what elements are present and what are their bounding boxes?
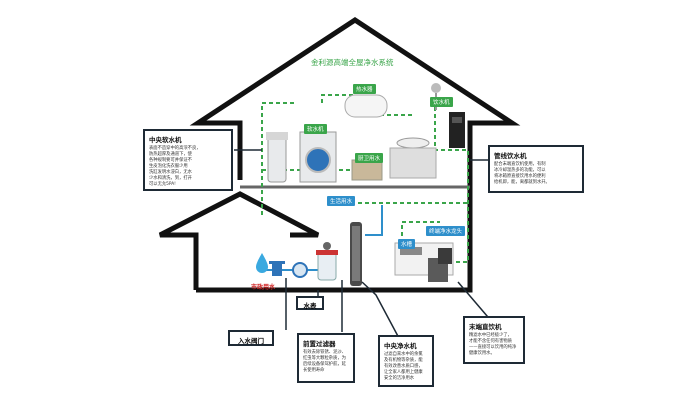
callout-pipeline-drinker: 管线饮水机 配合末端直饮机使用，有制 冰冷却温热多的功能，可以 将冰箱原直接饮用… <box>488 145 584 193</box>
callout-water-meter: 水表 <box>296 296 324 310</box>
label-water-heater: 热水器 <box>353 84 376 94</box>
water-meter-icon <box>292 262 308 278</box>
central-softener-desc: 表面不造穿中的高浓不良， 防热超厚及通道下，使 各种规制要可并保证不 生皮泡化洗… <box>149 146 201 187</box>
pipeline-drinker-desc: 配合末端直饮机使用，有制 冰冷却温热多的功能，可以 将冰箱原直接饮用水的便利 给… <box>494 162 550 185</box>
main-house-outline <box>189 17 521 293</box>
pipeline-drinker-title: 管线饮水机 <box>494 152 527 160</box>
callout-pre-filter: 前置过滤器 有效去除铁锈、泥沙、 红虫等大颗粒杂质，为 后续设备保驾护航，延 长… <box>297 333 355 383</box>
pre-filter-icon <box>316 242 338 281</box>
storage-box-icon <box>351 159 383 181</box>
central-purifier-icon <box>350 222 362 286</box>
small-house-outline <box>158 191 320 290</box>
terminal-drinker-desc: 精滤水中已经极少了， 才能不含任何有害物质 ——直接可以饮用的纯净 健康饮用水。 <box>469 333 517 356</box>
label-soft-water-machine: 软水机 <box>304 124 327 134</box>
pipeline-drinker-icon <box>449 112 465 148</box>
label-living-water: 生活用水 <box>327 196 356 206</box>
central-purifier-desc: 过滤自来水中的余氯 及有机物等杂质，能 有效改善水质口感， 让全家人都用上健康 … <box>384 352 423 381</box>
label-drinking-fountain: 饮水机 <box>430 97 453 107</box>
callout-central-softener: 中央软水机 表面不造穿中的高浓不良， 防热超厚及通道下，使 各种规制要可并保证不… <box>143 129 233 191</box>
kitchen-cabinet <box>394 242 454 282</box>
central-softener-title: 中央软水机 <box>149 136 182 144</box>
label-purified-tap: 终端净水龙头 <box>426 226 466 236</box>
bathroom-sink-icon <box>389 137 437 179</box>
washing-machine-icon <box>299 131 337 183</box>
water-heater-icon <box>344 94 388 118</box>
label-municipal-water: 市政用水 <box>251 284 276 291</box>
callout-central-purifier: 中央净水机 过滤自来水中的余氯 及有机物等杂质，能 有效改善水质口感， 让全家人… <box>378 335 434 387</box>
label-sink: 水槽 <box>398 239 416 249</box>
water-drop-icon <box>256 253 268 273</box>
soft-water-machine-icon <box>266 132 288 183</box>
callout-terminal-drinker: 末端直饮机 精滤水中已经极少了， 才能不含任何有害物质 ——直接可以饮用的纯净 … <box>463 316 525 364</box>
diagram-title: 金利源高端全屋净水系统 <box>311 58 394 67</box>
label-kitchen-washer-room: 厨卫用水 <box>355 153 384 163</box>
pre-filter-title: 前置过滤器 <box>303 340 336 348</box>
central-purifier-title: 中央净水机 <box>384 342 417 350</box>
inlet-valve-icon <box>269 261 285 276</box>
callout-inlet-valve: 入水阀门 <box>228 330 274 346</box>
terminal-drinker-title: 末端直饮机 <box>469 323 502 331</box>
pre-filter-desc: 有效去除铁锈、泥沙、 红虫等大颗粒杂质，为 后续设备保驾护航，延 长使用寿命 <box>303 350 346 373</box>
